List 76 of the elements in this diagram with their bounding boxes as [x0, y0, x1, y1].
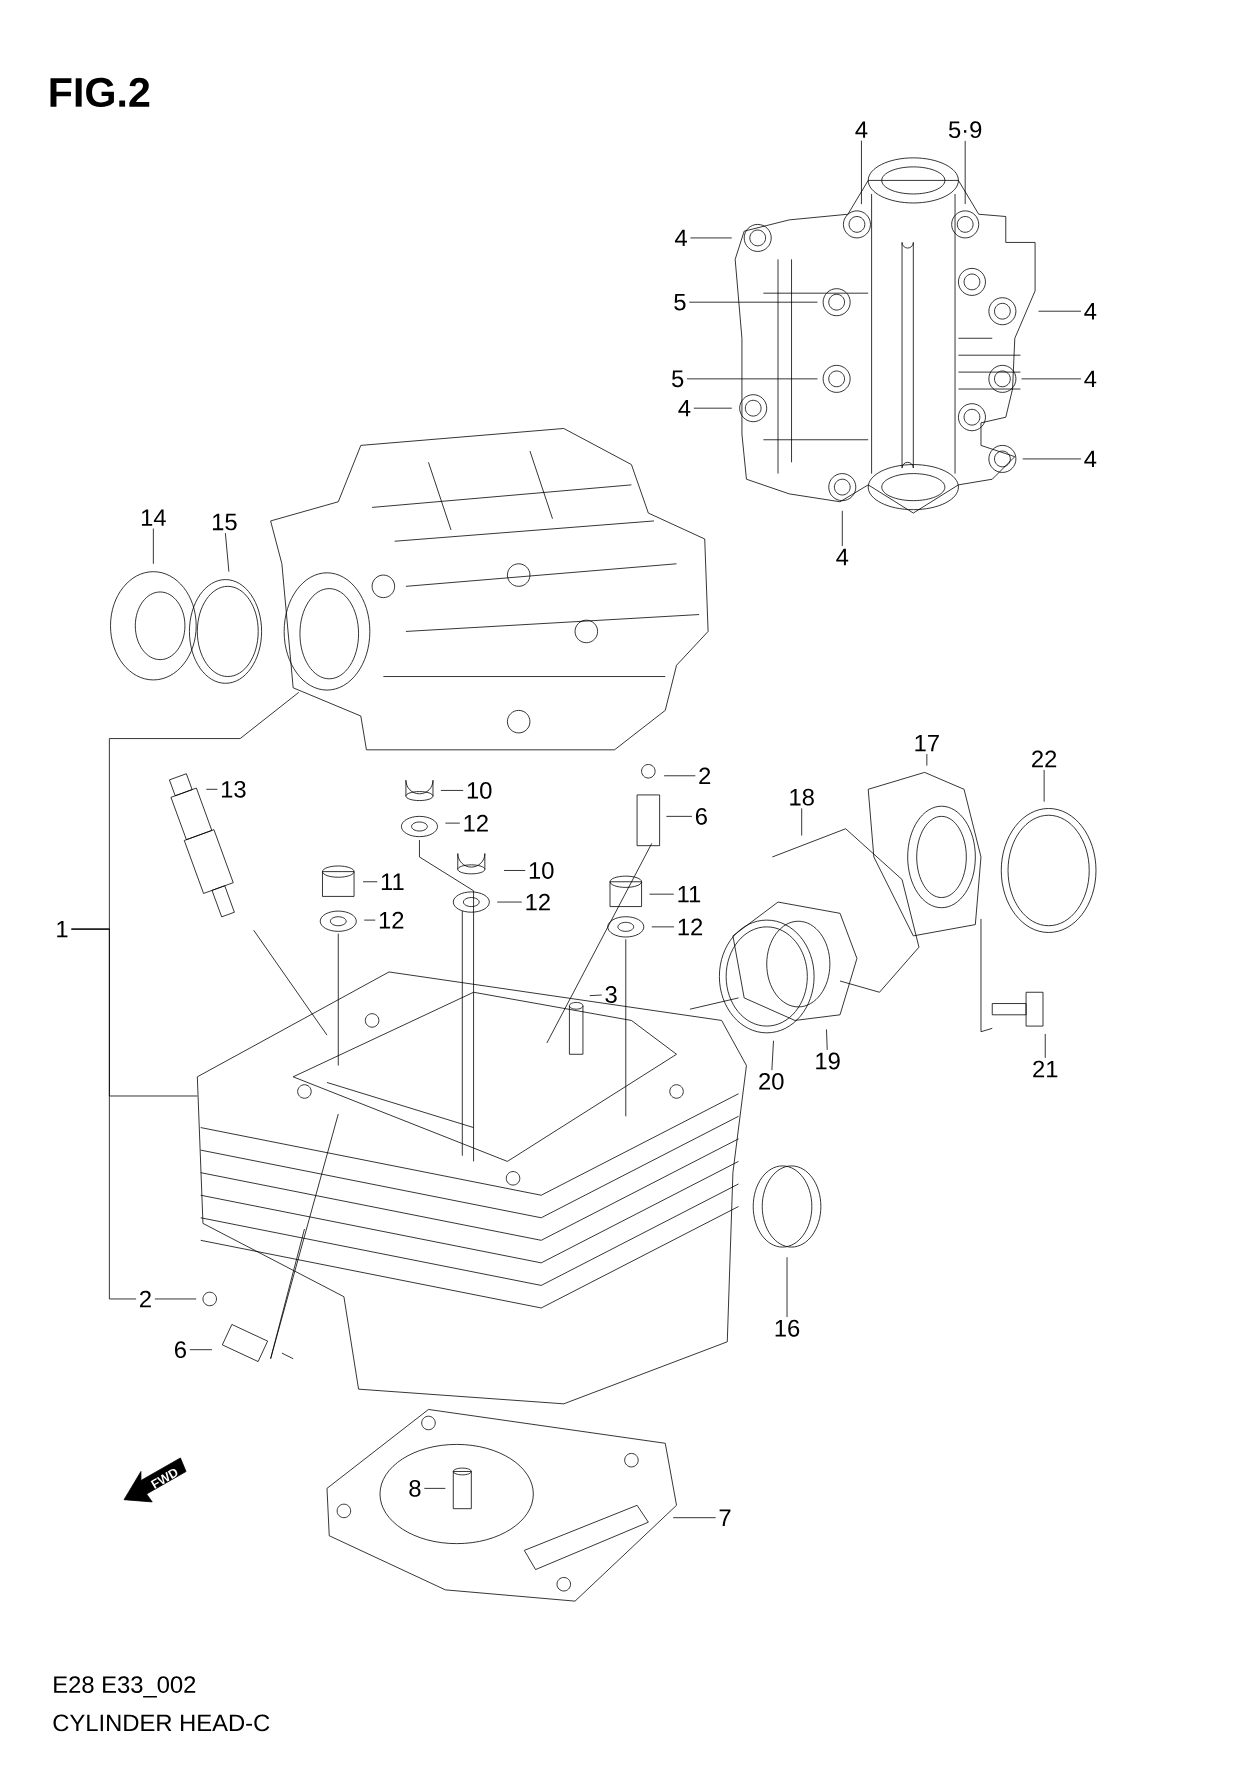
leader-line [496, 901, 523, 903]
callout-number: 4 [1084, 450, 1097, 468]
caption: CYLINDER HEAD-C [53, 1714, 270, 1732]
callout-number: 2 [140, 1290, 151, 1308]
leader-line [1021, 378, 1082, 380]
leader-line [589, 994, 603, 997]
leader-line [363, 919, 376, 921]
callout-number: 4 [855, 121, 868, 138]
leader-line [926, 753, 928, 767]
callout-number: 6 [175, 1341, 186, 1359]
callout-number: 3 [605, 986, 617, 1003]
leader-line [1044, 1033, 1046, 1059]
callout-number: 1 [57, 920, 68, 938]
leader-line [189, 1349, 213, 1351]
callout-number: 21 [1033, 1060, 1058, 1078]
leader-line [362, 881, 378, 883]
callout-number: 19 [816, 1052, 840, 1070]
callout-number: 4 [1084, 370, 1097, 388]
leader-line [786, 1256, 788, 1318]
leader-line [1022, 458, 1082, 460]
direction-label: FWD [150, 1469, 178, 1489]
leader-line [771, 1040, 774, 1071]
leader-line [152, 528, 154, 565]
callout-number: 17 [915, 734, 939, 752]
leader-line [1043, 769, 1045, 803]
leader-line [224, 532, 230, 573]
callout-number: 4 [674, 229, 687, 247]
leader-line [651, 926, 675, 928]
leader-line [423, 1488, 446, 1489]
callout-number: 10 [529, 862, 554, 879]
callout-number: 14 [141, 509, 166, 526]
callout-number: 4 [1084, 303, 1097, 320]
callout-number: 13 [221, 780, 246, 798]
leader-line [861, 140, 862, 205]
callout-number: 6 [695, 807, 707, 825]
callout-number: 12 [464, 814, 488, 832]
callout-number: 11 [678, 886, 701, 903]
callout-number: 15 [212, 513, 237, 531]
callout-number: 12 [379, 911, 404, 929]
callout-number: 4 [678, 400, 691, 417]
leader-line [1038, 310, 1082, 312]
figure-title: FIG.2 [50, 77, 150, 108]
leader-line [964, 140, 966, 205]
leader-line [663, 775, 696, 777]
callout-number: 5 [671, 370, 684, 388]
callout-number: 11 [381, 873, 404, 890]
callout-number: 18 [790, 788, 814, 806]
callout-number: 16 [775, 1319, 800, 1337]
leader-line [688, 301, 818, 303]
callout-number: 8 [409, 1479, 421, 1497]
leader-line [841, 510, 843, 547]
leader-line [649, 893, 675, 895]
leader-line [690, 237, 733, 239]
callout-number: 5 [674, 293, 686, 311]
leader-line [826, 1029, 828, 1051]
leader-line [70, 928, 137, 1300]
callout-number: 2 [699, 767, 711, 785]
leader-line [665, 815, 693, 817]
leader-line [444, 822, 461, 824]
leader-line [801, 808, 803, 836]
leader-line [440, 790, 464, 791]
callout-number: 20 [759, 1072, 784, 1090]
leader-line [205, 788, 218, 790]
leader-line [672, 1517, 716, 1519]
callout-number: 22 [1032, 750, 1057, 768]
callout-number: 12 [526, 893, 550, 911]
leader-line [686, 378, 818, 380]
leader-line [503, 870, 526, 871]
callout-number: 5·9 [948, 121, 982, 139]
callout-number: 10 [467, 782, 492, 799]
leader-line [693, 407, 733, 409]
callout-number: 7 [719, 1509, 731, 1526]
callout-number: 12 [678, 918, 703, 936]
leader-line [154, 1298, 197, 1300]
callout-number: 4 [836, 548, 849, 566]
drawing-code: E28 E33_002 [54, 1676, 196, 1698]
